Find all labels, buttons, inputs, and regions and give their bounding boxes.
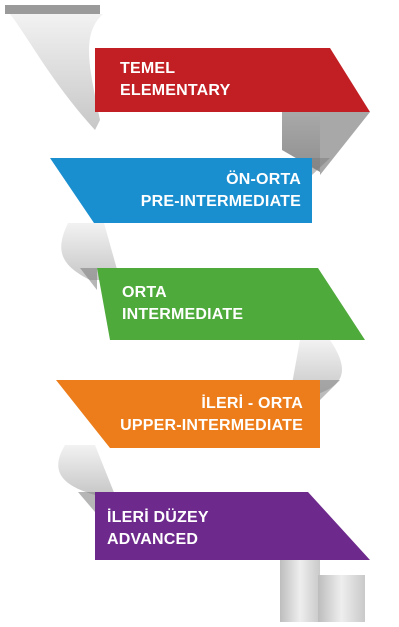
ribbon-bottom-edge bbox=[318, 575, 365, 622]
level-onorta-line2: PRE-INTERMEDIATE bbox=[140, 193, 301, 210]
ribbon-fold-4 bbox=[58, 445, 115, 495]
level-ileri-orta-line1: İLERİ - ORTA bbox=[201, 395, 303, 412]
band-temel-shape bbox=[95, 48, 370, 112]
ribbon-fold-1 bbox=[282, 112, 320, 172]
level-onorta-label: ÖN-ORTA PRE-INTERMEDIATE bbox=[141, 169, 301, 213]
ribbon-fold-5 bbox=[280, 560, 320, 622]
ribbon-top-strip bbox=[5, 5, 100, 14]
level-temel-line1: TEMEL bbox=[120, 60, 176, 77]
level-ileri-duzey-line2: ADVANCED bbox=[107, 531, 199, 548]
level-temel-line2: ELEMENTARY bbox=[120, 82, 231, 99]
ribbon-top-curl bbox=[10, 14, 103, 130]
ribbon-shadow-3 bbox=[80, 268, 97, 290]
band-onorta-shape bbox=[50, 158, 312, 223]
level-ileri-orta-label: İLERİ - ORTA UPPER-INTERMEDIATE bbox=[120, 393, 303, 437]
ribbon-fold-2 bbox=[61, 223, 120, 280]
level-orta-label: ORTA INTERMEDIATE bbox=[122, 282, 243, 326]
band-ileri-duzey-shape bbox=[95, 492, 370, 560]
ribbon-shadow-2 bbox=[312, 158, 330, 175]
band-ileri-orta-shape bbox=[56, 380, 320, 448]
level-orta-line2: INTERMEDIATE bbox=[122, 306, 244, 323]
ribbon-shadow-4 bbox=[320, 380, 340, 400]
ribbon-shadow-1 bbox=[320, 112, 370, 175]
level-orta-line1: ORTA bbox=[122, 284, 167, 301]
level-onorta-line1: ÖN-ORTA bbox=[226, 171, 301, 188]
level-ileri-orta-line2: UPPER-INTERMEDIATE bbox=[120, 417, 303, 434]
level-ileri-duzey-line1: İLERİ DÜZEY bbox=[107, 509, 209, 526]
band-orta-shape bbox=[97, 268, 365, 340]
level-temel-label: TEMEL ELEMENTARY bbox=[120, 58, 230, 102]
level-ileri-duzey-label: İLERİ DÜZEY ADVANCED bbox=[107, 507, 209, 551]
ribbon-shadow-5 bbox=[78, 492, 95, 512]
